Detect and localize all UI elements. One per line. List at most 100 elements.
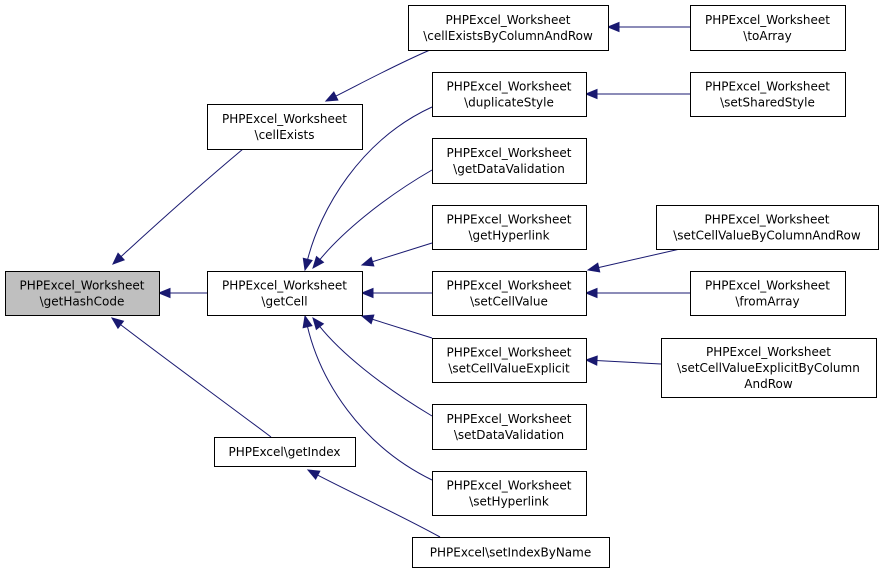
edge-setCellValueExplicit-to-getCell [360,314,433,339]
node-label-line: PHPExcel_Worksheet [447,479,572,493]
node-label-line: PHPExcel_Worksheet [222,279,347,293]
node-label-line: \getHyperlink [468,229,549,243]
node-box [214,437,356,467]
node-box [207,104,363,150]
edge-line [120,148,244,258]
edge-line [371,318,433,339]
arrowhead [306,469,321,480]
edge-setSharedStyle-to-duplicateStyle [584,88,690,100]
arrowhead [324,91,339,102]
node-label-line: \setCellValue [470,295,548,309]
node-duplicateStyle[interactable]: PHPExcel_Worksheet\duplicateStyle [432,72,587,117]
arrowhead [157,287,171,299]
node-setSharedStyle[interactable]: PHPExcel_Worksheet\setSharedStyle [690,72,846,117]
node-label-line: PHPExcel_Worksheet [447,146,572,160]
node-fromArray[interactable]: PHPExcel_Worksheet\fromArray [690,271,846,316]
node-label-line: \setHyperlink [469,495,549,509]
node-box [661,338,877,398]
edge-line [371,242,433,263]
node-box [432,404,587,450]
arrowhead [584,355,598,366]
node-label-line: PHPExcel_Worksheet [447,412,572,426]
node-setHyperlink[interactable]: PHPExcel_Worksheet \setHyperlink [432,471,587,516]
node-getCell[interactable]: PHPExcel_Worksheet \getCell [207,271,363,316]
node-setDataValidation[interactable]: PHPExcel_Worksheet \setDataValidation [432,404,587,450]
node-label-line: \setCellValueByColumnAndRow [673,229,861,243]
node-label-line: \cellExists [255,128,315,142]
node-setCellValue[interactable]: PHPExcel_Worksheet \setCellValue [432,271,587,316]
edge-line [306,106,433,261]
edge-fromArray-to-setCellValue [584,287,690,299]
node-toArray[interactable]: PHPExcel_Worksheet \toArray [690,5,846,51]
node-box [412,537,610,568]
node-label-line: \getCell [261,295,307,309]
node-getHyperlink[interactable]: PHPExcel_Worksheet \getHyperlink [432,205,587,250]
node-cellExists[interactable]: PHPExcel_Worksheet \cellExists [207,104,363,150]
edge-setIndexByName-to-getIndex [306,469,441,538]
node-label-line: PHPExcel_Worksheet [705,213,830,227]
arrowhead [302,314,313,329]
node-box [207,271,363,316]
node-cellExistsByColumnAndRow[interactable]: PHPExcel_Worksheet\cellExistsByColumnAnd… [408,5,609,51]
arrowhead [360,314,375,325]
node-box [5,271,160,316]
node-box [690,271,846,316]
edge-setCellValueExplicitByColumnAndRow-to-setCellValueExplicit [584,355,662,366]
node-setCellValueExplicit[interactable]: PHPExcel_Worksheet \setCellValueExplicit [432,338,587,383]
arrowhead [606,21,620,33]
node-box [690,5,846,51]
node-label-line: \setCellValueExplicitByColumn [677,361,860,375]
edge-line [334,49,431,97]
node-label-line: \toArray [743,29,791,43]
node-label-line: \getHashCode [40,295,125,309]
edge-setDataValidation-to-getCell [312,316,433,417]
node-label-line: PHPExcel_Worksheet [446,13,571,27]
node-getIndex[interactable]: PHPExcel\getIndex [214,437,356,467]
node-label-line: PHPExcel_Worksheet [222,112,347,126]
edge-cellExistsByColumnAndRow-to-cellExists [324,49,431,102]
edge-line [316,474,441,538]
node-label-line: \setCellValueExplicit [448,362,570,376]
edge-line [595,360,662,365]
edge-getIndex-to-getHashCode [110,317,272,438]
node-label-line: PHPExcel_Worksheet [20,279,145,293]
node-label-line: PHPExcel_Worksheet [706,345,831,359]
node-setIndexByName[interactable]: PHPExcel\setIndexByName [412,537,610,568]
node-label-line: \setSharedStyle [720,96,815,110]
arrowhead [110,317,125,330]
node-label-line: PHPExcel_Worksheet [447,80,572,94]
node-label-line: PHPExcel_Worksheet [447,346,572,360]
edge-getDataValidation-to-getCell [312,169,433,270]
node-label-line: PHPExcel_Worksheet [447,213,572,227]
node-setCellValueByColumnAndRow[interactable]: PHPExcel_Worksheet \setCellValueByColumnA… [656,205,879,250]
edge-duplicateStyle-to-getCell [302,106,433,272]
arrowhead [360,256,375,267]
edge-line [306,325,433,481]
arrowhead [302,257,313,272]
node-label-line: PHPExcel\setIndexByName [430,546,591,560]
arrowhead [312,316,325,331]
node-box [432,138,587,184]
node-setCellValueExplicitByColumnAndRow[interactable]: PHPExcel_Worksheet \setCellValueExplicitB… [661,338,877,398]
node-box [432,338,587,383]
edge-setHyperlink-to-getCell [302,314,433,481]
edge-line [597,248,681,269]
edge-line [318,325,433,417]
node-label-line: AndRow [744,377,793,391]
node-getDataValidation[interactable]: PHPExcel_Worksheet\getDataValidation [432,138,587,184]
arrowhead [112,252,126,265]
node-box [432,271,587,316]
edge-toArray-to-cellExistsByColumnAndRow [606,21,690,33]
node-getHashCode: PHPExcel_Worksheet \getHashCode [5,271,160,316]
node-label-line: PHPExcel_Worksheet [705,13,830,27]
node-box [432,205,587,250]
edge-cellExists-to-getHashCode [112,148,244,265]
arrowhead [584,88,598,100]
node-box [432,72,587,117]
node-label-line: PHPExcel_Worksheet [447,279,572,293]
arrowhead [360,287,374,299]
edge-getCell-to-getHashCode [157,287,207,299]
node-box [656,205,879,250]
node-label-line: \setDataValidation [454,428,564,442]
